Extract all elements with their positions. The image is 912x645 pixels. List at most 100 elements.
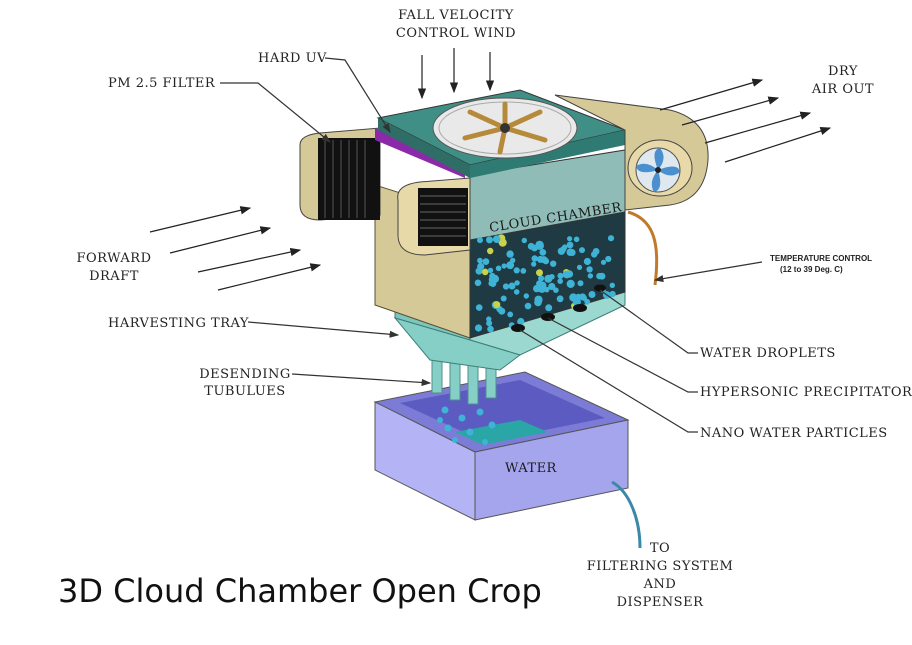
fall-velocity-arrows: [417, 48, 495, 100]
droplet: [576, 264, 583, 270]
droplet: [557, 272, 564, 279]
droplet: [542, 257, 550, 265]
droplet: [493, 301, 501, 309]
pm25-filter-housing: [299, 127, 465, 221]
hypersonic-precipitator-label: HYPERSONIC PRECIPITATOR: [700, 385, 912, 400]
forward-draft-arrows: [149, 206, 322, 291]
droplet: [550, 260, 557, 267]
droplet: [498, 307, 506, 315]
droplet: [584, 298, 591, 305]
droplet: [506, 250, 514, 258]
droplet: [609, 282, 615, 288]
droplet: [566, 241, 574, 249]
droplet: [475, 304, 483, 311]
droplet: [492, 235, 501, 243]
droplet: [577, 280, 584, 287]
pointer-lines: [220, 57, 763, 433]
fall-velocity-label-line1: FALL VELOCITY: [398, 8, 514, 23]
droplet: [531, 261, 537, 267]
droplet: [560, 246, 567, 252]
droplet: [545, 304, 553, 312]
temperature-control-label-line1: TEMPERATURE CONTROL: [770, 254, 872, 263]
to-filtering-label-line1: TO: [650, 541, 670, 556]
dry-air-arrows: [659, 78, 832, 163]
fall-velocity-label-line2: CONTROL WIND: [396, 26, 516, 41]
droplet: [477, 257, 483, 264]
droplet: [510, 257, 516, 264]
temperature-control-label-line2: (12 to 39 Deg. C): [780, 265, 843, 274]
droplet: [501, 263, 507, 269]
to-filtering-label-line3: AND: [643, 577, 677, 592]
droplet: [607, 235, 615, 242]
exhaust-housing: [554, 94, 709, 211]
droplet: [544, 274, 553, 283]
droplet: [579, 247, 585, 254]
droplet: [513, 289, 520, 295]
droplet: [591, 251, 598, 258]
droplet: [534, 298, 542, 307]
top-fan-panel: [376, 89, 627, 178]
water-droplets: [474, 234, 616, 333]
droplet: [488, 280, 494, 287]
top-fan-icon: [432, 97, 578, 159]
diagram-caption: 3D Cloud Chamber Open Crop: [58, 572, 542, 610]
droplet: [587, 273, 594, 279]
droplet: [583, 257, 592, 266]
nano-water-particles-label: NANO WATER PARTICLES: [700, 426, 888, 441]
temperature-pipe: [627, 210, 659, 286]
droplet: [527, 242, 535, 250]
droplet: [557, 278, 563, 285]
droplet: [487, 247, 494, 255]
droplet: [521, 237, 527, 244]
droplet: [609, 290, 616, 298]
droplet: [506, 261, 515, 270]
droplet: [537, 286, 543, 292]
droplet: [517, 317, 525, 326]
droplet: [539, 249, 547, 256]
droplet: [567, 236, 573, 242]
droplet: [495, 265, 502, 272]
droplet: [573, 236, 580, 243]
droplet: [513, 267, 520, 274]
droplet: [531, 255, 538, 262]
droplet: [481, 268, 489, 276]
droplet: [586, 266, 593, 273]
droplet: [523, 293, 529, 299]
to-filtering-label-line2: FILTERING SYSTEM: [587, 559, 734, 574]
droplet: [507, 311, 514, 318]
droplet: [566, 248, 574, 256]
inlet-housing: [397, 177, 471, 256]
droplet: [508, 282, 516, 290]
water-label: WATER: [505, 461, 558, 476]
droplet: [572, 297, 581, 306]
droplet: [486, 316, 492, 322]
droplet: [486, 236, 493, 244]
side-fan-icon: [635, 147, 681, 193]
droplet: [486, 320, 493, 327]
dry-air-label-line2: AIR OUT: [811, 82, 874, 97]
hypersonic-precipitators: [511, 284, 606, 332]
droplet: [596, 272, 603, 280]
forward-draft-label-line2: DRAFT: [89, 269, 139, 284]
droplet: [477, 262, 485, 271]
descending-tubules-label-line1: DESENDING: [199, 367, 291, 382]
droplet: [605, 255, 612, 263]
droplet: [566, 279, 575, 288]
droplet: [482, 258, 490, 265]
droplet: [474, 279, 482, 287]
droplet: [524, 302, 532, 310]
droplet: [562, 270, 571, 279]
falling-droplets: [437, 406, 496, 445]
harvesting-tray-label: HARVESTING TRAY: [108, 316, 249, 331]
droplet: [535, 241, 544, 250]
pm25-filter-label: PM 2.5 FILTER: [108, 76, 216, 91]
droplet: [514, 280, 520, 286]
to-filtering-label-line4: DISPENSER: [617, 595, 704, 610]
droplet: [520, 268, 527, 274]
water-droplets-label: WATER DROPLETS: [700, 346, 836, 361]
descending-tubules-label-line2: TUBULUES: [204, 384, 285, 399]
droplet: [502, 283, 510, 290]
droplet: [477, 237, 483, 244]
droplet: [548, 282, 556, 291]
